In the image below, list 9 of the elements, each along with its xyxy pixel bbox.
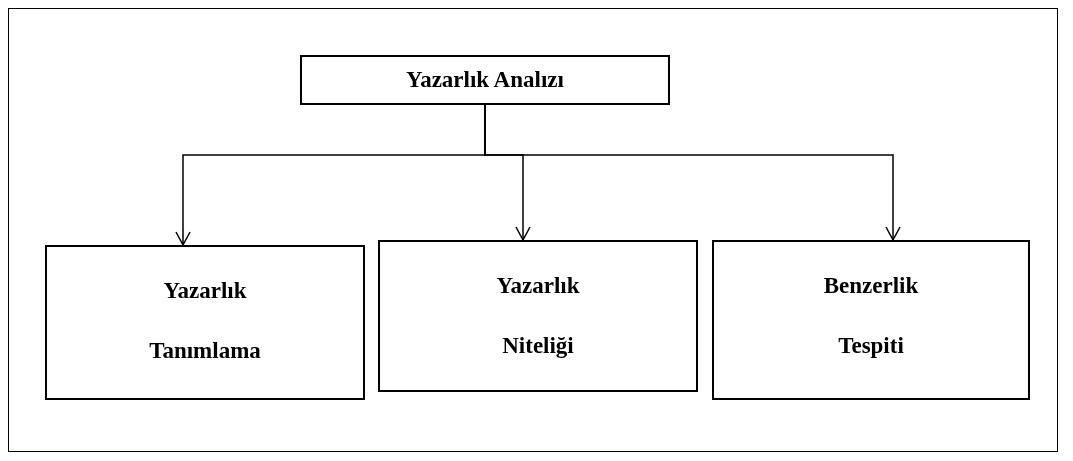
box-label: Yazarlık Niteliği	[495, 272, 581, 360]
category-box	[712, 240, 1030, 400]
root-box	[300, 55, 670, 105]
box-label: Benzerlik Tespiti	[822, 272, 920, 360]
arrow	[484, 104, 901, 241]
box-label: Yazarlık Tanımlama	[148, 277, 262, 365]
category-box	[45, 245, 365, 400]
box-label: Yazarlık Analızı	[406, 66, 564, 94]
category-box	[378, 240, 698, 392]
